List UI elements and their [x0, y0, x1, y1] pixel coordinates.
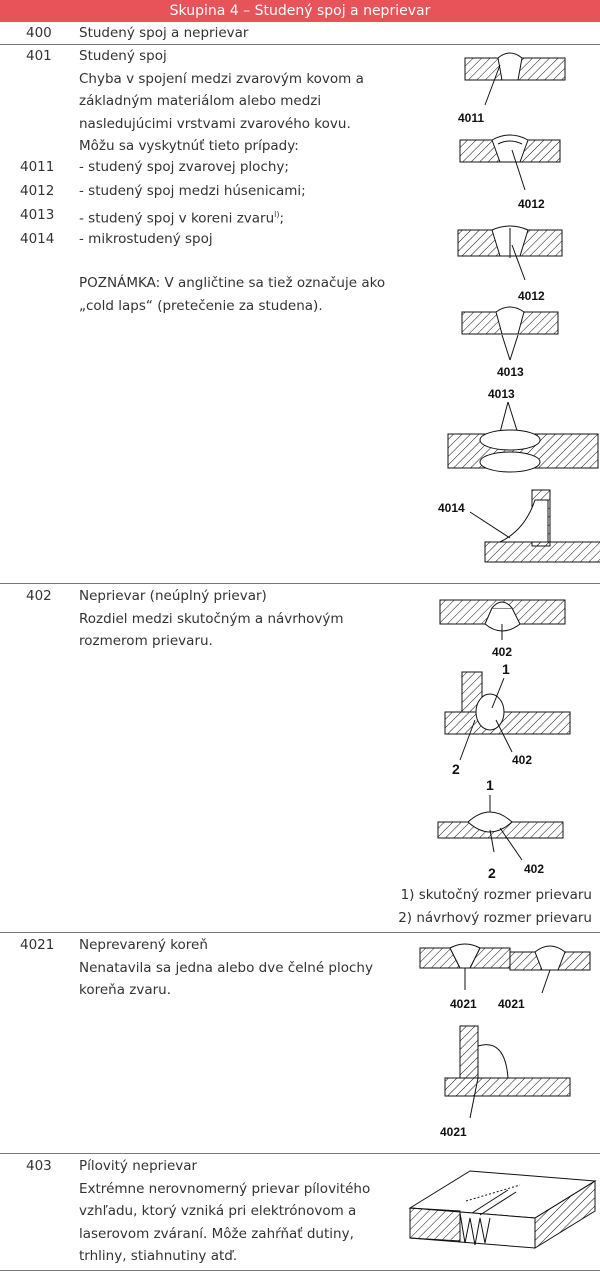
- label-402b-3: 402: [512, 753, 532, 767]
- label-402c-2: 2: [488, 865, 496, 881]
- code-402: 402: [26, 588, 52, 604]
- desc-line: vzhľadu, ktorý vzniká pri elektrónovom a: [79, 1203, 357, 1219]
- sub-4014: - mikrostudený spoj: [79, 231, 213, 247]
- row-divider: [0, 932, 600, 933]
- code-4013: 4013: [20, 207, 55, 223]
- desc-line: nasledujúcimi vrstvami zvarového kovu.: [79, 115, 351, 132]
- desc-line: Chyba v spojení medzi zvarovým kovom a: [79, 70, 364, 87]
- desc-line: Neprievar (neúplný prievar): [79, 588, 267, 604]
- sub-4012: - studený spoj medzi húsenicami;: [79, 183, 306, 199]
- row-divider: [0, 1270, 600, 1271]
- figure-402b: 1 2 402: [444, 661, 571, 777]
- label-402b-1: 1: [502, 661, 510, 677]
- figures-401: 4011 4012 4012 4013 4013 4014: [438, 52, 600, 563]
- note-401: POZNÁMKA: V angličtine sa tiež označuje …: [79, 272, 385, 317]
- sub-text-end: ;: [279, 210, 285, 227]
- desc-line: Rozdiel medzi skutočným a návrhovým: [79, 610, 344, 627]
- row-divider: [0, 44, 600, 45]
- desc-401: Studený spoj Chyba v spojení medzi zvaro…: [79, 45, 364, 158]
- code-400: 400: [26, 25, 52, 41]
- desc-line: koreňa zvaru.: [79, 982, 172, 998]
- sub-text: - studený spoj v koreni zvaru: [79, 210, 275, 227]
- desc-403: Pílovitý neprievar Extrémne nerovnomerný…: [79, 1155, 370, 1268]
- title-400: Studený spoj a neprievar: [79, 25, 249, 41]
- figure-4013a: 4013: [461, 306, 559, 379]
- figure-4012a: 4012: [459, 134, 561, 211]
- desc-line: Nenatavila sa jedna alebo dve čelné ploc…: [79, 959, 373, 976]
- label-402c-3: 402: [524, 862, 544, 876]
- desc-line: laserovom zváraní. Môže zahŕňať dutiny,: [79, 1225, 354, 1242]
- desc-4021: Neprevarený koreň Nenatavila sa jedna al…: [79, 934, 373, 1002]
- figure-4021b: 4021: [498, 945, 591, 1011]
- code-4011: 4011: [20, 159, 55, 175]
- sub-4013: - studený spoj v koreni zvarul);: [79, 204, 284, 230]
- desc-line: Studený spoj: [79, 48, 167, 64]
- desc-line: Extrémne nerovnomerný prievar pílovitého: [79, 1180, 371, 1197]
- desc-line: trhliny, stiahnutiny atď.: [79, 1248, 238, 1264]
- desc-line: rozmerom prievaru.: [79, 633, 213, 649]
- code-401: 401: [26, 48, 52, 64]
- figure-402a: 402: [439, 599, 566, 659]
- desc-line: Môžu sa vyskytnúť tieto prípady:: [79, 138, 299, 154]
- label-4021a: 4021: [450, 997, 477, 1011]
- figures-4021: 4021 4021 4021: [419, 943, 591, 1139]
- row-divider: [0, 1153, 600, 1154]
- figure-4014: 4014: [438, 489, 600, 563]
- code-403: 403: [26, 1158, 52, 1174]
- label-4011: 4011: [458, 111, 484, 125]
- desc-line: Neprevarený koreň: [79, 937, 208, 953]
- label-4013b: 4013: [488, 387, 515, 401]
- label-402a: 402: [492, 645, 512, 659]
- code-4014: 4014: [20, 231, 55, 247]
- figure-4021c: 4021: [440, 1025, 571, 1139]
- label-4021b: 4021: [498, 997, 525, 1011]
- label-4021c: 4021: [440, 1125, 467, 1139]
- desc-line: Pílovitý neprievar: [79, 1158, 198, 1174]
- footnote-1: 1) skutočný rozmer prievaru: [400, 887, 592, 903]
- label-4012b: 4012: [518, 289, 545, 303]
- figure-402c: 1 2 402: [437, 777, 564, 881]
- sub-4011: - studený spoj zvarovej plochy;: [79, 159, 289, 175]
- code-4012: 4012: [20, 183, 55, 199]
- desc-line: základným materiálom alebo medzi: [79, 93, 322, 109]
- figure-4012b: 4012: [457, 225, 563, 303]
- figure-403: [408, 1170, 597, 1249]
- figure-4011: 4011: [458, 52, 566, 125]
- group-header: Skupina 4 – Studený spoj a neprievar: [0, 0, 600, 22]
- desc-402: Neprievar (neúplný prievar) Rozdiel medz…: [79, 585, 344, 653]
- figures-402: 402 1 2 402 1 2 402: [437, 599, 571, 881]
- label-4014: 4014: [438, 501, 465, 515]
- row-divider: [0, 583, 600, 584]
- label-4013a: 4013: [497, 365, 524, 379]
- label-4012a: 4012: [518, 197, 545, 211]
- footnote-ref: l): [274, 210, 280, 219]
- label-402b-2: 2: [452, 761, 460, 777]
- figure-4013b: 4013: [447, 387, 599, 473]
- label-402c-1: 1: [486, 777, 494, 793]
- figure-4021a: 4021: [419, 943, 511, 1011]
- footnote-2: 2) návrhový rozmer prievaru: [398, 910, 592, 926]
- note-line: „cold laps“ (pretečenie za studena).: [79, 297, 323, 314]
- note-line: POZNÁMKA: V angličtine sa tiež označuje …: [79, 275, 386, 291]
- code-4021: 4021: [20, 937, 55, 953]
